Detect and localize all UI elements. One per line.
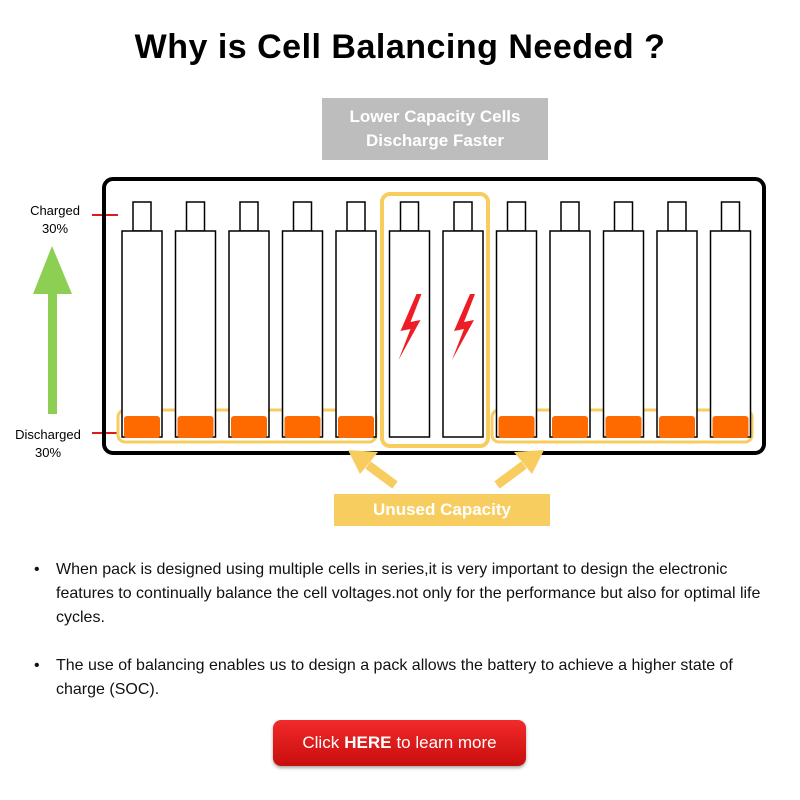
battery-cell xyxy=(442,201,484,438)
bullet-item-2: The use of balancing enables us to desig… xyxy=(34,654,764,702)
battery-body xyxy=(709,230,752,438)
unused-capacity-banner: Unused Capacity xyxy=(334,494,550,526)
battery-pack-frame xyxy=(102,177,766,455)
battery-cell xyxy=(549,201,591,438)
unused-capacity-segment xyxy=(177,416,214,438)
lightning-bolt-icon xyxy=(398,294,422,360)
battery-cell xyxy=(121,201,163,438)
battery-cell xyxy=(388,201,431,438)
battery-terminal xyxy=(506,201,527,232)
battery-terminal xyxy=(720,201,741,232)
battery-terminal xyxy=(613,201,634,232)
cells-group xyxy=(121,201,752,438)
unused-capacity-segment xyxy=(712,416,749,438)
battery-cell xyxy=(495,201,538,438)
battery-body xyxy=(121,230,163,438)
unused-capacity-segment xyxy=(552,416,588,438)
unused-capacity-segment xyxy=(498,416,535,438)
battery-terminal xyxy=(346,201,366,232)
battery-terminal xyxy=(185,201,206,232)
discharged-label: Discharged 30% xyxy=(8,426,88,462)
unused-capacity-segment xyxy=(231,416,267,438)
unused-capacity-segment xyxy=(124,416,160,438)
battery-body xyxy=(602,230,645,438)
pointer-arrow-left-icon xyxy=(348,450,398,489)
low-capacity-banner-line2: Discharge Faster xyxy=(366,131,504,150)
battery-cell xyxy=(656,201,698,438)
charged-label-line1: Charged xyxy=(30,203,80,218)
low-capacity-cells-box xyxy=(380,192,490,448)
battery-body xyxy=(495,230,538,438)
battery-cell xyxy=(709,201,752,438)
battery-terminal xyxy=(560,201,580,232)
battery-body xyxy=(281,230,324,438)
battery-terminal xyxy=(399,201,420,232)
battery-cell xyxy=(281,201,324,438)
battery-body xyxy=(228,230,270,438)
charged-label: Charged 30% xyxy=(20,202,90,238)
unused-capacity-segment xyxy=(605,416,642,438)
battery-terminal xyxy=(667,201,687,232)
learn-more-button[interactable]: Click HERE to learn more xyxy=(273,720,526,766)
battery-cell xyxy=(228,201,270,438)
up-arrow-icon xyxy=(33,246,72,414)
learn-more-pre: Click xyxy=(302,733,340,752)
unused-capacity-segment xyxy=(284,416,321,438)
unused-capacity-segment xyxy=(659,416,695,438)
battery-terminal xyxy=(453,201,473,232)
learn-more-here: HERE xyxy=(344,733,392,752)
battery-body xyxy=(656,230,698,438)
battery-body xyxy=(335,230,377,438)
battery-body xyxy=(174,230,217,438)
pointer-arrow-right-icon xyxy=(494,450,544,489)
low-capacity-banner-line1: Lower Capacity Cells xyxy=(349,107,521,126)
bullet-list: When pack is designed using multiple cel… xyxy=(34,558,764,726)
battery-cell xyxy=(174,201,217,438)
discharged-label-line2: 30% xyxy=(34,445,62,460)
page-title: Why is Cell Balancing Needed ? xyxy=(134,28,666,66)
learn-more-post: to learn more xyxy=(396,733,497,752)
lightning-bolt-icon xyxy=(452,294,475,360)
low-capacity-banner: Lower Capacity Cells Discharge Faster xyxy=(322,98,548,160)
battery-terminal xyxy=(292,201,313,232)
charged-label-line2: 30% xyxy=(41,221,69,236)
unused-capacity-segment xyxy=(338,416,374,438)
battery-cell xyxy=(335,201,377,438)
battery-body xyxy=(549,230,591,438)
battery-terminal xyxy=(239,201,259,232)
battery-terminal xyxy=(132,201,152,232)
bullet-item-1: When pack is designed using multiple cel… xyxy=(34,558,764,630)
discharged-label-line1: Discharged xyxy=(15,427,81,442)
battery-body xyxy=(388,230,431,438)
battery-cell xyxy=(602,201,645,438)
